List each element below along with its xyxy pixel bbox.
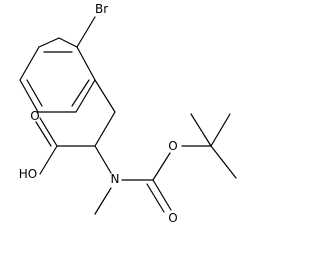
ring-double-bond-inner-2	[26, 79, 43, 107]
tbutyl-methyl-bond-3	[190, 113, 212, 147]
ring-bond-2	[76, 46, 96, 81]
boc-carbonyl-double-bond-1	[152, 179, 172, 211]
ring-double-bond-inner-1	[71, 79, 90, 107]
c-br-bond	[76, 16, 96, 48]
tbutyl-methyl-bond-1	[210, 113, 231, 147]
carboxyl-hydroxyl-bond	[39, 145, 58, 175]
ring-bond-1	[58, 37, 78, 48]
molecule-structure-diagram: Br O HO N O O	[19, 2, 237, 225]
n-methyl-bond	[94, 187, 112, 215]
hydroxyl-label: HO	[19, 167, 37, 181]
ring-bond-3	[75, 79, 96, 113]
ring-bond-7	[38, 37, 60, 48]
bromine-atom-label: Br	[95, 2, 108, 16]
boc-ester-bond	[152, 152, 171, 181]
benzene-ring	[19, 37, 96, 113]
carboxyl-double-bond-1	[39, 117, 58, 147]
acid-carbonyl-oxygen-label: O	[30, 109, 39, 123]
carboxyl-double-bond-2	[35, 121, 52, 147]
boc-ester-oxygen-label: O	[168, 139, 177, 153]
alpha-n-bond	[94, 145, 112, 174]
tbutyl-methyl-bond-2	[210, 145, 237, 179]
ring-bond-5	[19, 79, 39, 113]
boc-carbonyl-double-bond-2	[146, 183, 165, 213]
ch2-alpha-bond	[94, 111, 116, 147]
ring-bond-6	[19, 46, 40, 81]
ring-ch2-bond	[94, 79, 116, 113]
nitrogen-atom-label: N	[111, 172, 120, 186]
boc-carbonyl-oxygen-label: O	[168, 211, 177, 225]
